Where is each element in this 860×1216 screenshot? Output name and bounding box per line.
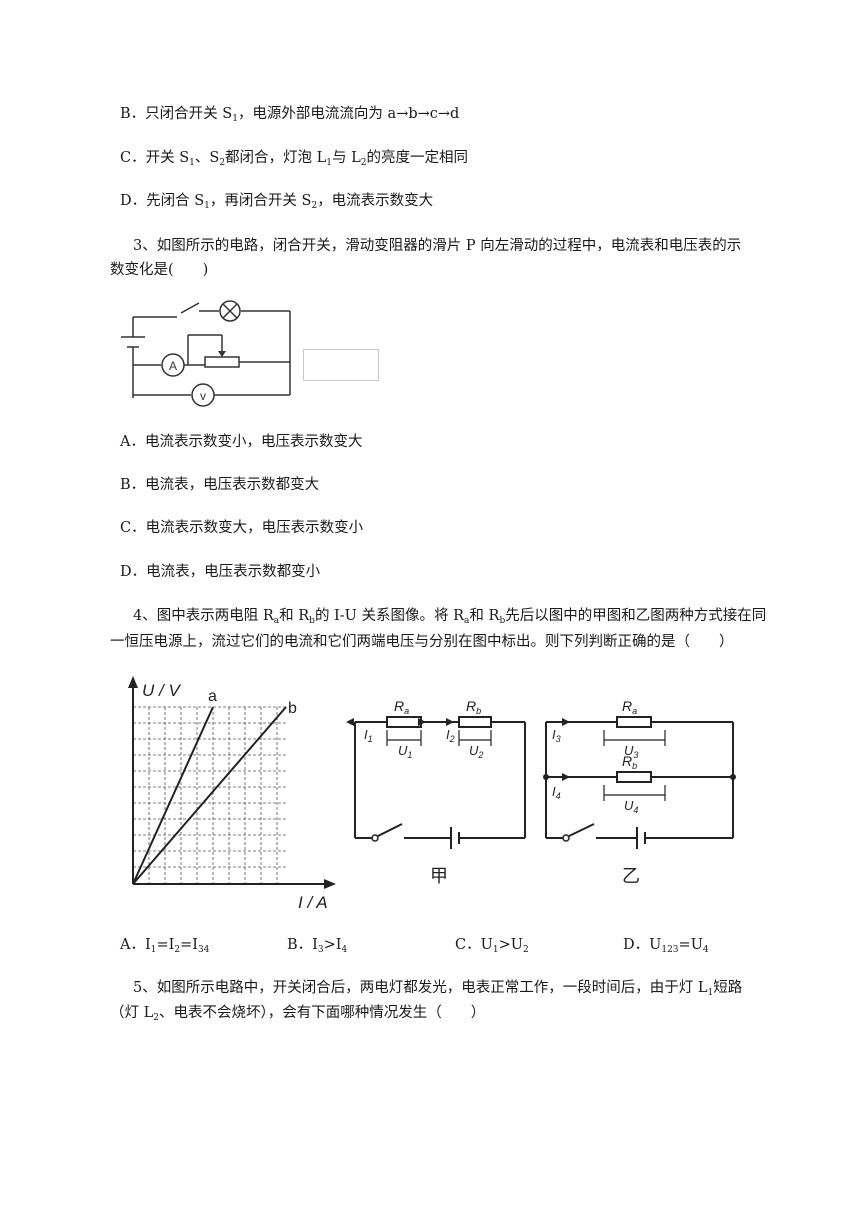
svg-text:Ra: Ra bbox=[622, 698, 637, 716]
svg-text:Rb: Rb bbox=[622, 753, 637, 771]
q4-option-d: D．U123=U4 bbox=[623, 937, 709, 955]
svg-text:U3: U3 bbox=[624, 743, 638, 760]
svg-text:Ra: Ra bbox=[394, 698, 409, 716]
q3-option-c: C．电流表示数变大，电压表示数变小 bbox=[120, 520, 364, 536]
q4-stem-line1: 4、图中表示两电阻 Ra和 Rb的 I-U 关系图像。将 Ra和 Rb先后以图中… bbox=[133, 608, 767, 626]
q3-stem-line1: 3、如图所示的电路，闭合开关，滑动变阻器的滑片 P 向左滑动的过程中，电流表和电… bbox=[133, 238, 742, 254]
line-b-label: b bbox=[288, 700, 297, 717]
q4-option-c: C．U1>U2 bbox=[455, 937, 529, 955]
q2-option-c: C．开关 S1、S2都闭合，灯泡 L1与 L2的亮度一定相同 bbox=[120, 150, 469, 168]
q4-iu-graph: U / V I / A a b bbox=[128, 676, 336, 912]
q5-stem-line2: （灯 L2、电表不会烧坏），会有下面哪种情况发生（ ） bbox=[110, 1005, 486, 1023]
q5-stem-line1: 5、如图所示电路中，开关闭合后，两电灯都发光，电表正常工作，一段时间后，由于灯 … bbox=[133, 980, 743, 998]
svg-text:I4: I4 bbox=[552, 784, 561, 801]
q4-circuit-yi: Ra Rb I3 I4 U3 U4 乙 bbox=[543, 698, 736, 886]
ammeter-label: A bbox=[169, 359, 177, 373]
svg-text:U2: U2 bbox=[469, 743, 483, 760]
q3-circuit-diagram: A v bbox=[121, 300, 291, 407]
q3-option-a: A．电流表示数变小，电压表示数变大 bbox=[120, 434, 363, 450]
q3-stem-line2: 数变化是( ) bbox=[110, 262, 209, 278]
caption-jia: 甲 bbox=[430, 866, 448, 886]
line-b bbox=[132, 706, 287, 885]
q4-circuit-jia: Ra Rb I1 I2 U1 U2 甲 bbox=[346, 698, 526, 886]
q4-option-a: A．I1=I2=I34 bbox=[120, 937, 210, 955]
graph-ylabel: U / V bbox=[142, 681, 181, 700]
q3-option-d: D．电流表，电压表示数都变小 bbox=[120, 564, 321, 580]
svg-text:I1: I1 bbox=[364, 727, 373, 744]
q2-option-d: D．先闭合 S1，再闭合开关 S2，电流表示数变大 bbox=[120, 193, 434, 211]
svg-text:I3: I3 bbox=[552, 727, 561, 744]
voltmeter-label: v bbox=[200, 389, 206, 403]
graph-xlabel: I / A bbox=[298, 893, 328, 912]
svg-text:U4: U4 bbox=[624, 798, 638, 815]
svg-text:U1: U1 bbox=[398, 743, 412, 760]
q2-option-b: B．只闭合开关 S1，电源外部电流流向为 a→b→c→d bbox=[120, 106, 460, 124]
line-a bbox=[132, 706, 214, 885]
q3-option-b: B．电流表，电压表示数都变大 bbox=[120, 477, 320, 493]
caption-yi: 乙 bbox=[622, 866, 640, 886]
q4-stem-line2: 一恒压电源上，流过它们的电流和它们两端电压与分别在图中标出。则下列判断正确的是（… bbox=[110, 634, 734, 650]
svg-text:I2: I2 bbox=[446, 727, 455, 744]
line-a-label: a bbox=[208, 688, 217, 705]
q4-option-b: B．I3>I4 bbox=[287, 937, 348, 955]
blank-figure-box bbox=[303, 349, 379, 381]
svg-text:Rb: Rb bbox=[466, 698, 481, 716]
